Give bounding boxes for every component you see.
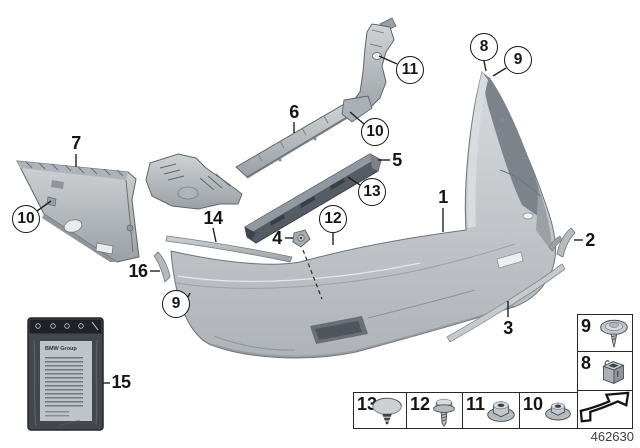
legend-label-13: 13 [357,394,378,414]
legend-label-10: 10 [523,394,544,414]
legend-box-9[interactable]: 9 [577,314,633,353]
legend-label-8: 8 [581,353,592,373]
part-6-guide-rail [235,102,358,179]
legend-label-11: 11 [466,394,486,414]
callout-4[interactable]: 4 [272,228,282,248]
part-11-bracket [341,17,397,123]
legend-box-10[interactable]: 10 [519,392,578,429]
hex-nut-washer-icon [487,400,515,422]
legend-box-13[interactable]: 13 [353,392,408,429]
parts-bag-footer-lines [45,411,69,418]
guide-bracket-left [145,153,243,210]
callout-circle-9-top[interactable]: 9 [504,46,532,74]
part-1-bumper-panel [170,70,557,359]
callout-2[interactable]: 2 [585,230,595,250]
washer-screw-icon [600,319,628,348]
callout-circle-11[interactable]: 11 [396,56,424,84]
part-2-tow-cover [548,227,576,258]
cover-cap-icon [372,397,402,425]
callout-circle-9-left[interactable]: 9 [162,290,190,318]
callout-circle-10-left[interactable]: 10 [12,205,40,233]
callout-15[interactable]: 15 [111,372,131,392]
callout-5[interactable]: 5 [392,150,402,170]
callout-circle-12[interactable]: 12 [319,205,347,233]
part-7-side-bracket [16,160,140,263]
part-3-protective-strip [446,263,566,343]
callout-16[interactable]: 16 [128,261,148,281]
legend-box-12[interactable]: 12 [406,392,464,429]
flange-nut-icon [545,402,571,421]
parts-bag-brand: BMW Group [45,346,77,352]
part-14-trim-strip [165,235,293,263]
part-16-side-trim [153,251,171,283]
diagram-number: 462630 [590,429,634,444]
callout-6[interactable]: 6 [289,102,299,122]
callout-leader-lines [36,55,583,384]
legend-box-continue[interactable] [577,390,633,429]
part-4-clip [292,229,323,300]
parts-bag-text-lines [45,357,83,407]
callout-circle-8-top[interactable]: 8 [470,33,498,61]
legend-box-11[interactable]: 11 [462,392,521,429]
legend-box-8[interactable]: 8 [577,351,633,391]
legend-label-12: 12 [410,394,431,414]
callout-14[interactable]: 14 [203,208,223,228]
callout-circle-13[interactable]: 13 [358,178,386,206]
callout-7[interactable]: 7 [71,133,81,153]
page-continue-arrow-icon [579,391,630,423]
callout-3[interactable]: 3 [503,318,513,338]
legend-label-9: 9 [581,316,592,336]
callout-1[interactable]: 1 [438,187,448,207]
expansion-clip-icon [602,360,625,385]
callout-circle-10-mid[interactable]: 10 [361,118,389,146]
hex-screw-icon [433,398,455,427]
part-5-13-impact-strip [244,153,382,244]
